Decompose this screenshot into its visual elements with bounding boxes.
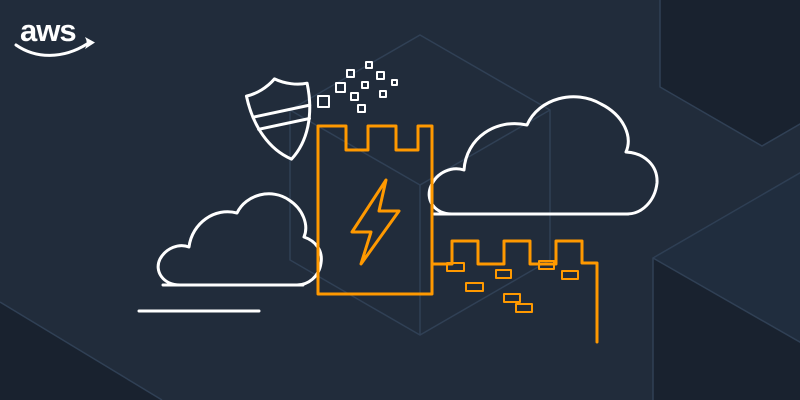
aws-smile-arrowhead [85,37,95,49]
aws-logo: aws [14,13,95,57]
lightning-bolt-icon [350,178,401,266]
fortress-tower [316,124,434,296]
pixel-squares [317,61,398,113]
brick-blocks [446,260,579,313]
cloud-small-icon [137,192,323,313]
battlement-wall-icon [430,239,599,344]
aws-logo-text: aws [20,13,76,48]
shield-icon [244,77,312,161]
aws-smile-swoosh [14,42,89,57]
fortress-icon [316,124,599,344]
cloud-large-icon [427,95,659,216]
